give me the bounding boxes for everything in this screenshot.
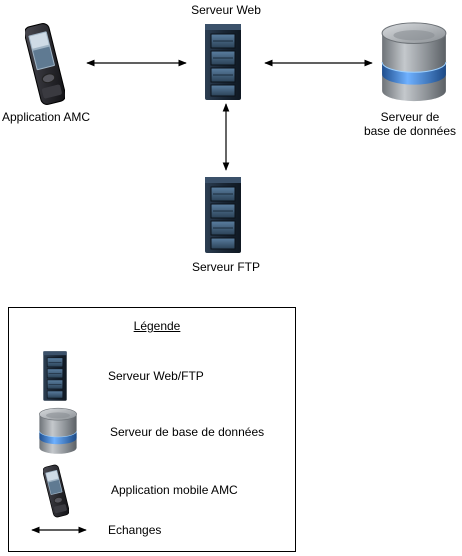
connections <box>86 59 373 171</box>
legend-label-exchanges: Echanges <box>108 523 162 537</box>
web-server-icon <box>204 23 242 101</box>
legend-double-arrow-icon <box>31 526 87 534</box>
legend-label-database: Serveur de base de données <box>110 425 265 439</box>
phone-icon <box>25 22 65 106</box>
legend-label-phone: Application mobile AMC <box>111 483 238 497</box>
legend-phone-icon <box>43 464 69 518</box>
legend-server-icon <box>42 350 68 402</box>
ftp-server-icon <box>204 176 242 254</box>
mobile-app-label: Application AMC <box>1 110 91 124</box>
database-label-line2: base de données <box>363 124 457 138</box>
legend-database-icon <box>39 407 77 455</box>
legend-box: Légende Serveur Web/FTP Serveur de base … <box>8 307 296 552</box>
database-icon <box>381 22 447 102</box>
legend-title: Légende <box>133 319 181 333</box>
database-label-line1: Serveur de <box>380 110 440 124</box>
legend-label-server: Serveur Web/FTP <box>108 369 204 383</box>
web-server-label: Serveur Web <box>191 3 261 17</box>
ftp-server-label: Serveur FTP <box>191 260 260 274</box>
